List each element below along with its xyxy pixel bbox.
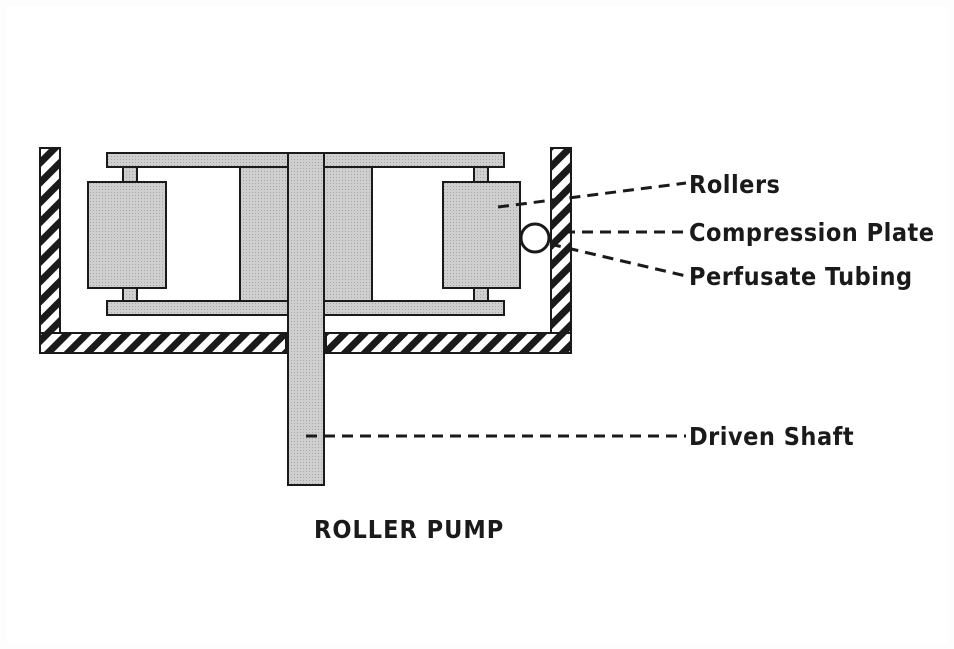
label-compression-plate: Compression Plate [689, 218, 935, 247]
left-roller [87, 181, 167, 289]
right-roller [442, 181, 521, 289]
diagram-caption: ROLLER PUMP [314, 515, 505, 544]
leader-lines [306, 181, 687, 438]
rollers [87, 181, 521, 289]
leader-rollers [497, 181, 687, 209]
left-roller-axle-top [122, 166, 138, 183]
housing-right-wall [550, 147, 572, 354]
label-rollers: Rollers [689, 170, 781, 199]
label-driven-shaft: Driven Shaft [689, 422, 855, 451]
housing-left-wall [39, 147, 61, 354]
label-perfusate-tubing: Perfusate Tubing [689, 262, 913, 291]
housing [39, 147, 572, 354]
housing-base-left [39, 332, 287, 354]
left-roller-axle-bottom [122, 287, 138, 302]
perfusate-tubing [519, 222, 551, 254]
right-roller-axle-bottom [473, 287, 489, 302]
right-roller-axle-top [473, 166, 489, 183]
rotor [106, 152, 505, 486]
driven-shaft [287, 152, 325, 486]
rotor-right-arm [323, 166, 373, 302]
housing-base-right [325, 332, 572, 354]
roller-axles [122, 166, 489, 302]
rotor-left-arm [239, 166, 289, 302]
leader-perfusate-tubing [549, 242, 687, 278]
